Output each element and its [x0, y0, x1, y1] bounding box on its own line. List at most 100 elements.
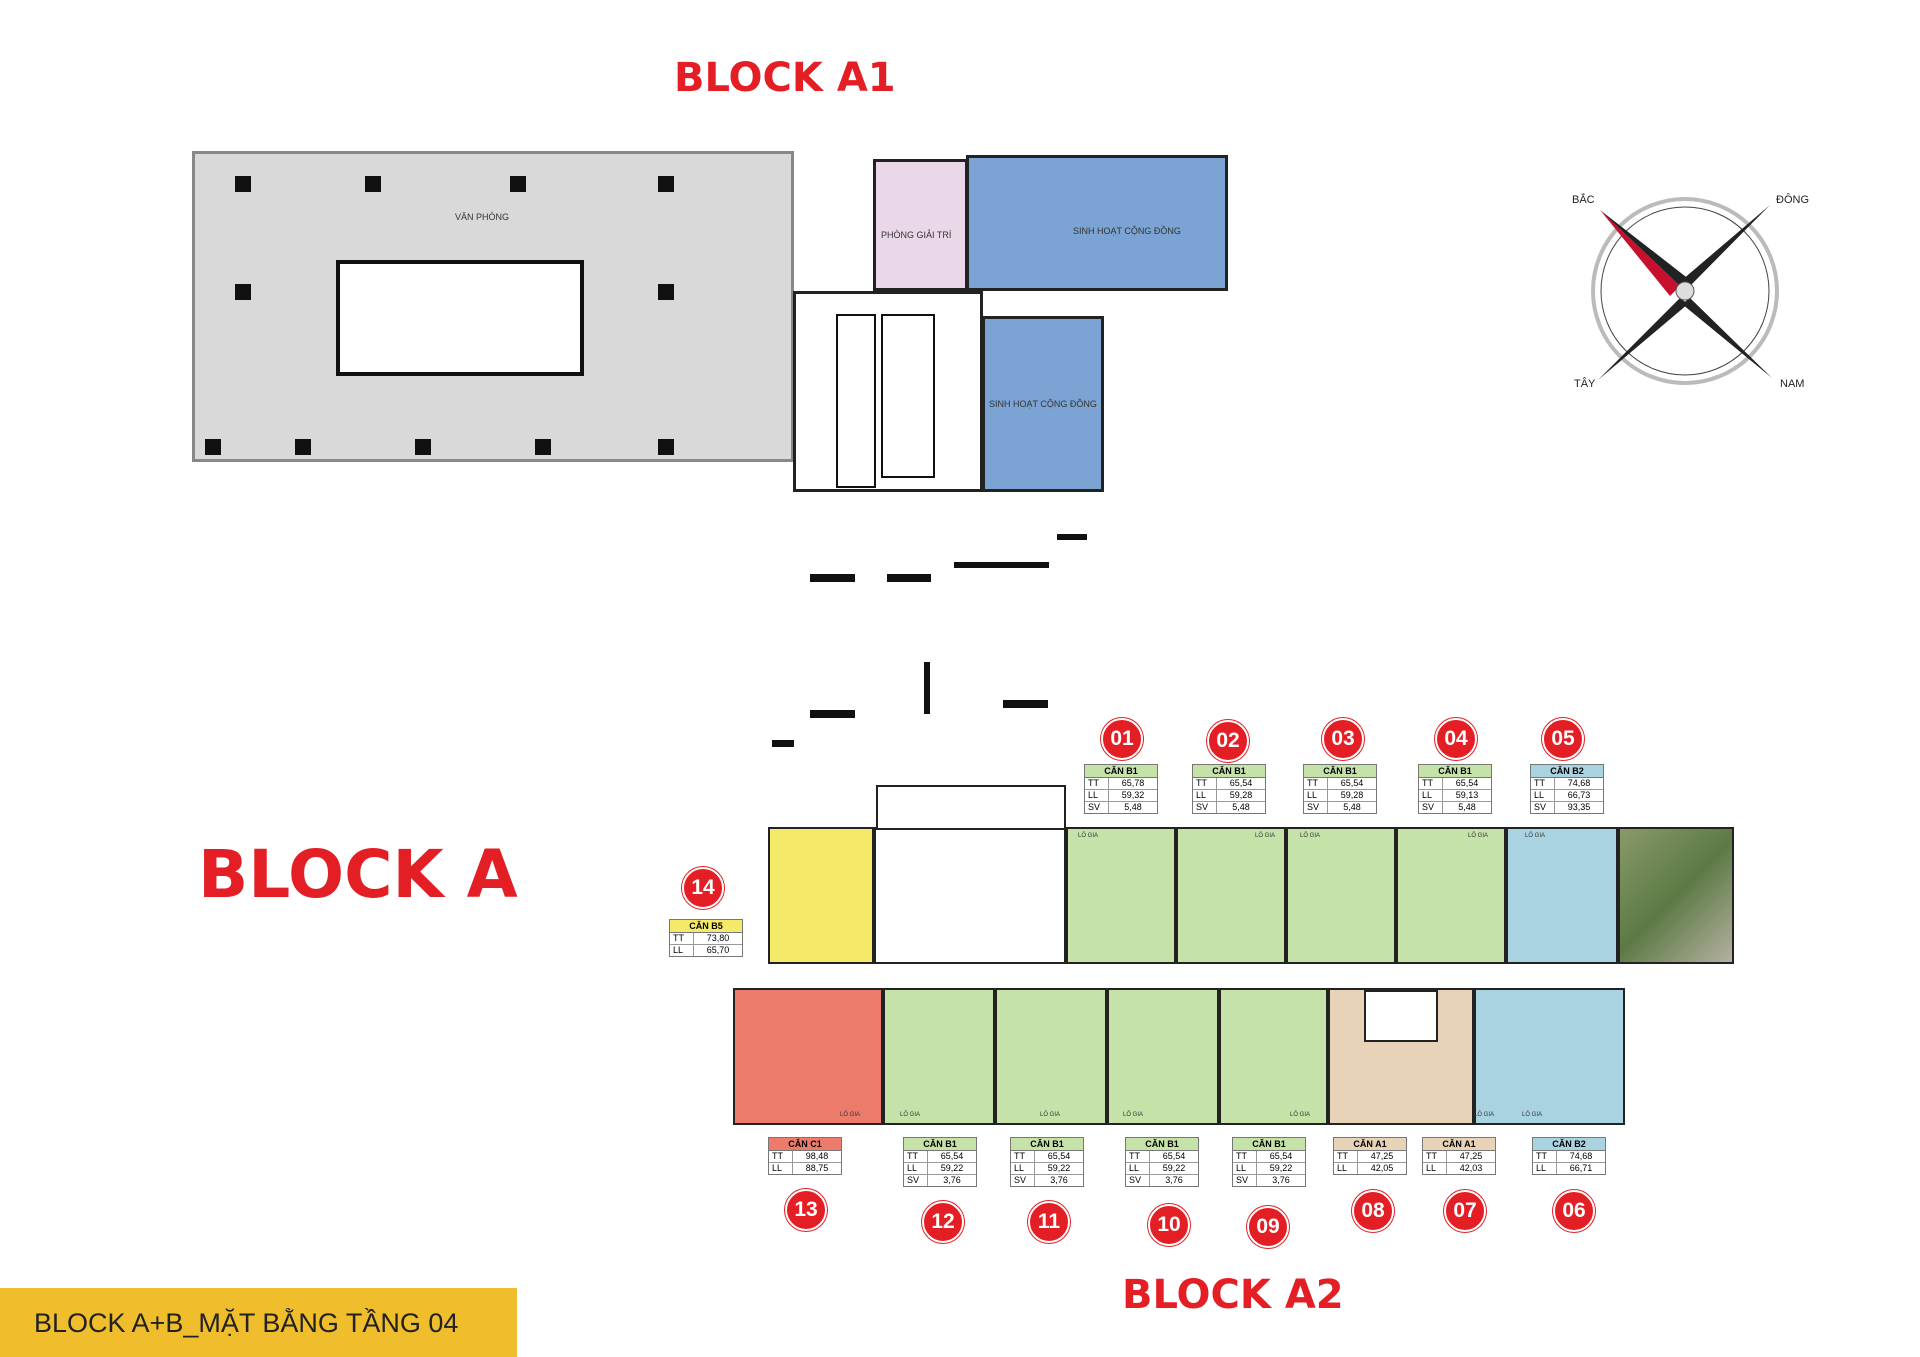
- garden-image: [1618, 827, 1734, 964]
- unit-04-area: [1396, 827, 1506, 964]
- area-value: 59,32: [1121, 790, 1145, 800]
- unit-type: CĂN A1: [1334, 1138, 1406, 1151]
- area-value: 59,28: [1229, 790, 1253, 800]
- compass-south: NAM: [1780, 378, 1805, 390]
- area-key: TT: [1011, 1151, 1035, 1162]
- logia-label: LÔ GIA: [900, 1112, 921, 1118]
- area-key: LL: [1126, 1163, 1150, 1174]
- unit-type: CĂN B1: [1419, 765, 1491, 778]
- area-key: LL: [1233, 1163, 1257, 1174]
- unit-06-area: [1474, 988, 1625, 1125]
- area-value: 65,54: [1047, 1151, 1071, 1161]
- unit-number-badge: 12: [922, 1201, 964, 1243]
- area-value: 3,76: [943, 1175, 961, 1185]
- area-key: LL: [1423, 1163, 1447, 1174]
- area-value: 74,68: [1569, 1151, 1593, 1161]
- area-key: TT: [1419, 778, 1443, 789]
- area-value: 88,75: [805, 1163, 829, 1173]
- logia-label: LÔ GIA: [1525, 833, 1546, 839]
- area-key: TT: [1304, 778, 1328, 789]
- community-room-top: SINH HOẠT CỘNG ĐỒNG: [966, 155, 1228, 291]
- area-value: 3,76: [1050, 1175, 1068, 1185]
- area-key: LL: [1533, 1163, 1557, 1174]
- area-key: LL: [1085, 790, 1109, 801]
- area-key: TT: [769, 1151, 793, 1162]
- block-a2-title: BLOCK A2: [1122, 1272, 1344, 1318]
- block-a-title: BLOCK A: [198, 836, 518, 913]
- area-key: LL: [769, 1163, 793, 1174]
- unit-number-badge: 01: [1101, 718, 1143, 760]
- area-key: TT: [1193, 778, 1217, 789]
- area-value: 59,28: [1340, 790, 1364, 800]
- logia-label: LÔ GIA: [1468, 833, 1489, 839]
- area-row: LL 88,75: [769, 1163, 841, 1174]
- area-value: 5,48: [1124, 802, 1142, 812]
- unit-number-badge: 10: [1148, 1204, 1190, 1246]
- area-key: SV: [1233, 1175, 1257, 1186]
- community-label-bottom: SINH HOẠT CỘNG ĐỒNG: [989, 399, 1097, 409]
- area-key: SV: [1531, 802, 1555, 813]
- area-key: SV: [1304, 802, 1328, 813]
- footer-bar: BLOCK A+B_MẶT BẰNG TẦNG 04: [0, 1288, 517, 1357]
- area-value: 47,25: [1370, 1151, 1394, 1161]
- block-a1-title: BLOCK A1: [674, 55, 896, 101]
- unit-01-area: [1066, 827, 1176, 964]
- area-key: SV: [904, 1175, 928, 1186]
- area-value: 98,48: [805, 1151, 829, 1161]
- logia-label: LÔ GIA: [1078, 833, 1099, 839]
- unit-08-07-area: [1328, 988, 1474, 1125]
- logia-label: LÔ GIA: [1290, 1112, 1311, 1118]
- logia-label: LÔ GIA: [840, 1112, 861, 1118]
- area-value: 59,22: [940, 1163, 964, 1173]
- area-key: LL: [1011, 1163, 1035, 1174]
- office-label: VĂN PHÒNG: [455, 212, 510, 222]
- area-value: 5,48: [1458, 802, 1476, 812]
- unit-number-badge: 02: [1207, 720, 1249, 762]
- area-value: 59,22: [1162, 1163, 1186, 1173]
- unit-type: CĂN B1: [904, 1138, 976, 1151]
- community-room-bottom: SINH HOẠT CỘNG ĐỒNG: [982, 316, 1104, 492]
- recreation-label: PHÒNG GIẢI TRÍ: [881, 230, 952, 240]
- unit-type: CĂN A1: [1423, 1138, 1495, 1151]
- unit-number-badge: 03: [1322, 718, 1364, 760]
- area-row: SV 3,76: [904, 1175, 976, 1186]
- unit-number-badge: 11: [1028, 1201, 1070, 1243]
- community-label-top: SINH HOẠT CỘNG ĐỒNG: [1073, 226, 1181, 236]
- core-stair: [876, 785, 1066, 830]
- area-value: 42,05: [1370, 1163, 1394, 1173]
- core-area-top: [874, 827, 1066, 964]
- area-value: 65,78: [1121, 778, 1145, 788]
- compass-north: BẮC: [1572, 194, 1595, 206]
- area-key: LL: [1419, 790, 1443, 801]
- unit-03-area: [1286, 827, 1396, 964]
- area-key: TT: [1531, 778, 1555, 789]
- unit-type: CĂN B1: [1304, 765, 1376, 778]
- area-value: 42,03: [1459, 1163, 1483, 1173]
- logia-label: LÔ GIA: [1123, 1112, 1144, 1118]
- area-value: 3,76: [1272, 1175, 1290, 1185]
- area-key: LL: [1334, 1163, 1358, 1174]
